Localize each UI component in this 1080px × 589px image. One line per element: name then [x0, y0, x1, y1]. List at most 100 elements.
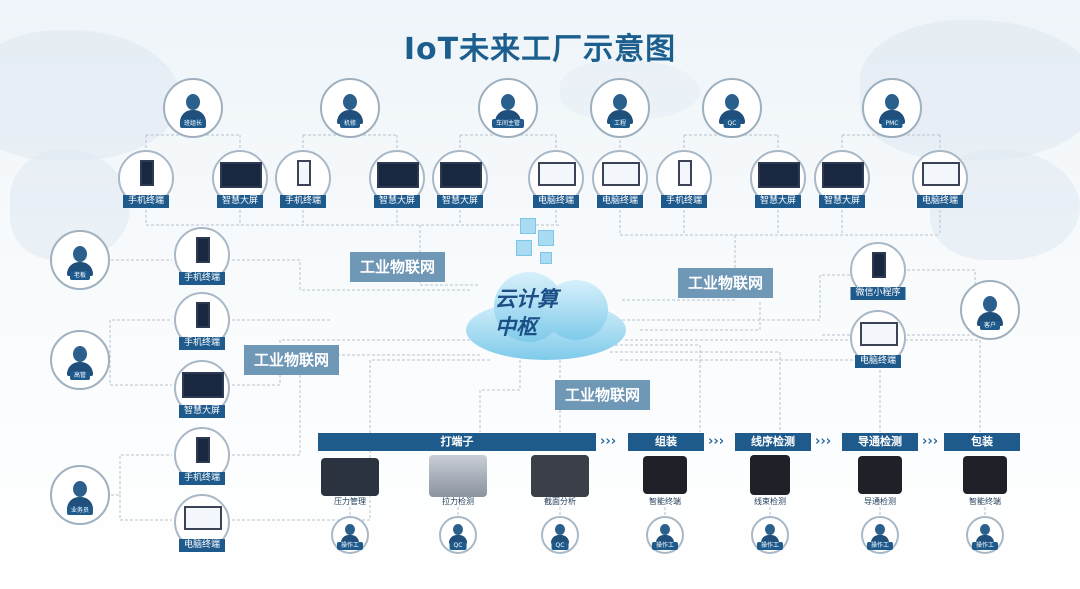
- bigscreen-device: 智慧大屏: [174, 360, 230, 418]
- role-label: 高管: [69, 371, 91, 380]
- role-label: PMC: [881, 119, 903, 128]
- monitor-icon: [182, 372, 224, 398]
- role-label: 机修: [339, 119, 361, 128]
- person-icon: [441, 518, 475, 552]
- arrow-icon: ›››: [708, 434, 725, 449]
- phone-icon: [196, 437, 210, 463]
- process-step: 包装: [944, 433, 1020, 451]
- phone-device: 手机终端: [275, 150, 331, 208]
- arrow-icon: ›››: [922, 434, 939, 449]
- machine-label: 智能终端: [649, 497, 681, 506]
- machine-icon: [750, 455, 790, 495]
- network-label: 工业物联网: [244, 345, 340, 375]
- role-label: 工程: [609, 119, 631, 128]
- device-label: 手机终端: [279, 195, 327, 208]
- network-label: 工业物联网: [555, 380, 651, 410]
- operator-label: QC: [449, 542, 467, 550]
- operator-node: QC: [541, 516, 579, 554]
- device-label: 电脑终端: [596, 195, 644, 208]
- process-step: 线序检测: [735, 433, 811, 451]
- process-step: 导通检测: [842, 433, 918, 451]
- phone-device: 手机终端: [118, 150, 174, 208]
- monitor-icon: [440, 162, 482, 188]
- monitor-icon: [538, 162, 576, 186]
- device-label: 电脑终端: [854, 355, 902, 368]
- role-label: 车间主管: [491, 119, 525, 128]
- process-step: 打端子: [318, 433, 596, 451]
- role-node: 高管: [50, 330, 110, 390]
- phone-icon: [140, 160, 154, 186]
- role-node: 班组长: [163, 78, 223, 138]
- pc-device: 电脑终端: [592, 150, 648, 208]
- phone-icon: [196, 302, 210, 328]
- operator-label: 操作工: [651, 542, 679, 550]
- monitor-icon: [860, 322, 898, 346]
- phone-icon: [872, 252, 886, 278]
- phone-device: 手机终端: [174, 292, 230, 350]
- role-node: 机修: [320, 78, 380, 138]
- operator-node: 操作工: [646, 516, 684, 554]
- pc-device: 电脑终端: [850, 310, 906, 368]
- phone-icon: [678, 160, 692, 186]
- pc-device: 电脑终端: [912, 150, 968, 208]
- device-label: 微信小程序: [850, 287, 906, 300]
- role-label: 业务员: [66, 506, 94, 515]
- machine-label: 压力管理: [334, 497, 366, 506]
- device-label: 电脑终端: [178, 539, 226, 552]
- role-label: QC: [723, 119, 741, 128]
- device-label: 智慧大屏: [178, 405, 226, 418]
- cube-icon: [516, 240, 532, 256]
- arrow-icon: ›››: [815, 434, 832, 449]
- bigscreen-device: 智慧大屏: [814, 150, 870, 208]
- miniprogram-device: 微信小程序: [850, 242, 906, 300]
- device-label: 智慧大屏: [216, 195, 264, 208]
- machine-label: 导通检测: [864, 497, 896, 506]
- monitor-icon: [377, 162, 419, 188]
- device-label: 电脑终端: [916, 195, 964, 208]
- machine-label: 线束检测: [754, 497, 786, 506]
- bigscreen-device: 智慧大屏: [432, 150, 488, 208]
- device-label: 智慧大屏: [436, 195, 484, 208]
- machine-label: 拉力检测: [442, 497, 474, 506]
- operator-node: QC: [439, 516, 477, 554]
- person-icon: [543, 518, 577, 552]
- bigscreen-device: 智慧大屏: [212, 150, 268, 208]
- machine-label: 智能终端: [969, 497, 1001, 506]
- phone-icon: [196, 237, 210, 263]
- cloud-label: 云计算 中枢: [495, 285, 558, 341]
- role-label: 客户: [979, 321, 1001, 330]
- bigscreen-device: 智慧大屏: [369, 150, 425, 208]
- operator-node: 操作工: [861, 516, 899, 554]
- role-node: 客户: [960, 280, 1020, 340]
- operator-node: 操作工: [751, 516, 789, 554]
- device-label: 智慧大屏: [818, 195, 866, 208]
- operator-label: 操作工: [336, 542, 364, 550]
- monitor-icon: [922, 162, 960, 186]
- operator-label: QC: [551, 542, 569, 550]
- machine-icon: [531, 455, 589, 497]
- device-label: 手机终端: [178, 272, 226, 285]
- person-icon: [863, 518, 897, 552]
- bigscreen-device: 智慧大屏: [750, 150, 806, 208]
- process-step: 组装: [628, 433, 704, 451]
- person-icon: [968, 518, 1002, 552]
- operator-node: 操作工: [966, 516, 1004, 554]
- device-label: 手机终端: [660, 195, 708, 208]
- network-label: 工业物联网: [350, 252, 446, 282]
- diagram-title: IoT未来工厂示意图: [403, 32, 677, 67]
- monitor-icon: [758, 162, 800, 188]
- device-label: 智慧大屏: [373, 195, 421, 208]
- pc-device: 电脑终端: [174, 494, 230, 552]
- person-icon: [648, 518, 682, 552]
- phone-icon: [297, 160, 311, 186]
- cloud-label-line1: 云计算: [495, 287, 558, 311]
- machine-icon: [429, 455, 487, 497]
- device-label: 电脑终端: [532, 195, 580, 208]
- cube-icon: [520, 218, 536, 234]
- role-node: PMC: [862, 78, 922, 138]
- phone-device: 手机终端: [174, 427, 230, 485]
- monitor-icon: [220, 162, 262, 188]
- person-icon: [753, 518, 787, 552]
- machine-label: 截面分析: [544, 497, 576, 506]
- cloud-icon: [466, 250, 626, 370]
